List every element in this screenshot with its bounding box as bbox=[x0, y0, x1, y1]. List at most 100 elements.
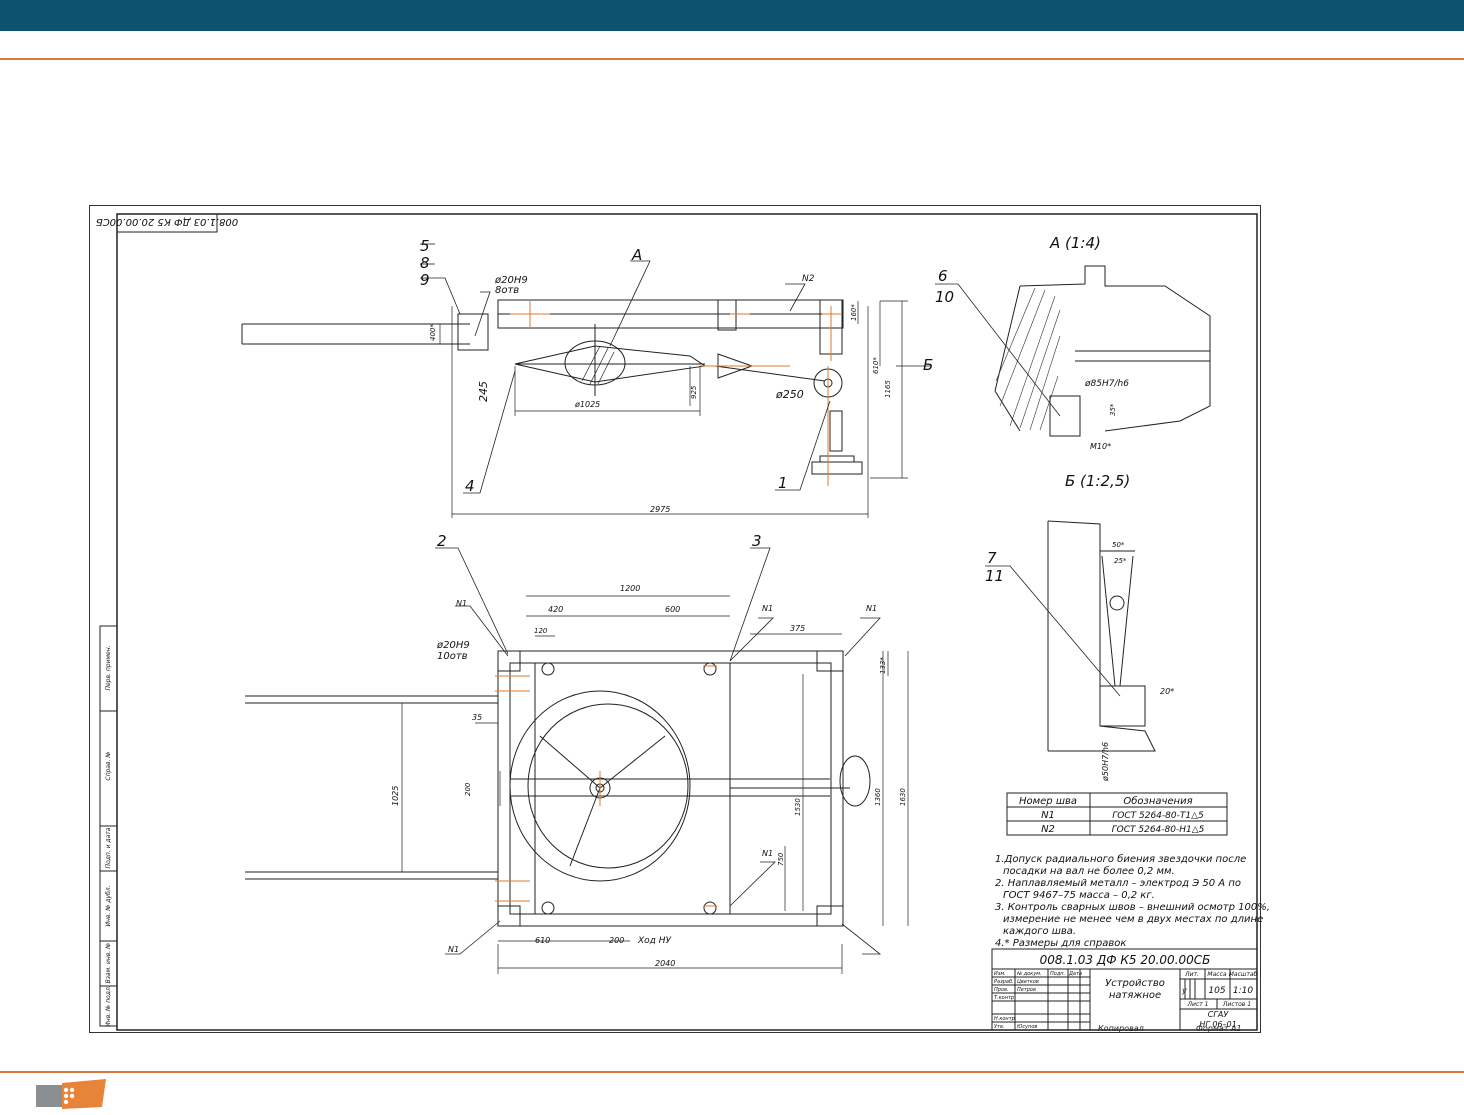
view-b-title: Б (1:2,5) bbox=[1065, 472, 1130, 490]
header-bar bbox=[0, 0, 1464, 31]
svg-text:посадки на вал не более 0,2 мм: посадки на вал не более 0,2 мм. bbox=[1003, 865, 1175, 877]
svg-text:Разраб.: Разраб. bbox=[994, 979, 1014, 985]
dim-160: 160* bbox=[850, 304, 858, 321]
dim-420: 420 bbox=[548, 605, 563, 614]
callout: 10 bbox=[935, 288, 954, 306]
side-column bbox=[99, 625, 118, 1027]
callout: N2 bbox=[802, 274, 815, 284]
view-b bbox=[1047, 520, 1156, 752]
copied-label: Копировал bbox=[1098, 1024, 1144, 1033]
svg-text:1.Допуск радиального биения зв: 1.Допуск радиального биения звездочки по… bbox=[995, 853, 1246, 865]
title-lit-header: Лит. bbox=[1184, 971, 1199, 978]
dim-1200: 1200 bbox=[620, 584, 640, 593]
engineering-drawing: 008.1.03 ДФ К5 20.00.00СБ Перв. примен. … bbox=[96, 213, 1270, 1031]
org-logo-icon bbox=[36, 1079, 106, 1109]
dim-750: 750 bbox=[777, 852, 785, 866]
callout: N1 bbox=[762, 604, 773, 613]
svg-text:Петров: Петров bbox=[1017, 987, 1036, 993]
svg-text:Изм.: Изм. bbox=[994, 971, 1006, 977]
svg-text:измерение не менее чем в двух: измерение не менее чем в двух местах по … bbox=[1003, 914, 1263, 925]
plan-dimensions bbox=[401, 595, 909, 974]
dim-400: 400* bbox=[429, 324, 437, 341]
dim-200-v: 200 bbox=[464, 782, 472, 796]
dim-375: 375 bbox=[790, 624, 805, 633]
svg-text:Пров.: Пров. bbox=[994, 987, 1009, 993]
side-label: Взам. инв. № bbox=[105, 943, 112, 984]
dim-245: 245 bbox=[477, 381, 490, 402]
centerlines bbox=[510, 301, 842, 486]
title-block bbox=[991, 948, 1258, 1031]
callout: N1 bbox=[866, 604, 877, 613]
callout: 9 bbox=[420, 271, 430, 289]
side-label: Инв. № дубл. bbox=[105, 885, 112, 926]
dim-120: 120 bbox=[534, 627, 548, 635]
side-label: Справ. № bbox=[105, 751, 112, 780]
title-org: СГАУ bbox=[1208, 1010, 1230, 1019]
dim-d250: ø250 bbox=[775, 388, 804, 401]
dim-610: 610 bbox=[535, 936, 550, 945]
title-sheet: Лист 1 bbox=[1187, 1001, 1209, 1008]
callout: N1 bbox=[456, 599, 467, 608]
svg-text:ГОСТ 9467–75 масса – 0,2 кг.: ГОСТ 9467–75 масса – 0,2 кг. bbox=[1003, 890, 1155, 901]
dim-50: 50* bbox=[1112, 541, 1125, 549]
drawing-sheet: 008.1.03 ДФ К5 20.00.00СБ Перв. примен. … bbox=[89, 205, 1270, 1033]
title-lit: у bbox=[1181, 986, 1187, 995]
svg-text:каждого шва.: каждого шва. bbox=[1003, 926, 1076, 937]
top-stamp-box bbox=[116, 213, 218, 233]
svg-text:Дата: Дата bbox=[1068, 971, 1082, 977]
callout: 3 bbox=[752, 532, 762, 550]
callout: N1 bbox=[448, 945, 459, 954]
callout: 4 bbox=[465, 477, 475, 495]
svg-text:Т.контр.: Т.контр. bbox=[994, 995, 1016, 1001]
side-label: Подп. и дата bbox=[105, 827, 112, 868]
view-a bbox=[994, 265, 1211, 437]
svg-text:Юсупов: Юсупов bbox=[1017, 1024, 1037, 1030]
callout: 2 bbox=[437, 532, 447, 550]
dim-d20-plan: ø20H9 bbox=[436, 640, 470, 651]
weld-cell: ГОСТ 5264-80-Т1△5 bbox=[1112, 811, 1204, 821]
weld-header: Номер шва bbox=[1019, 796, 1077, 807]
title-name: Устройство bbox=[1105, 978, 1165, 989]
weld-cell: N1 bbox=[1041, 810, 1055, 821]
weld-cell: ГОСТ 5264-80-Н1△5 bbox=[1112, 825, 1205, 835]
dim-m10: M10* bbox=[1090, 442, 1111, 451]
callout: 6 bbox=[938, 267, 948, 285]
title-mass-header: Масса bbox=[1207, 971, 1226, 978]
header-divider bbox=[0, 58, 1464, 60]
svg-text:2. Наплавляемый металл – элект: 2. Наплавляемый металл – электрод Э 50 А… bbox=[995, 878, 1241, 889]
weld-table bbox=[1006, 792, 1228, 836]
hatch-a bbox=[995, 287, 1061, 431]
dim-133: 133* bbox=[879, 657, 887, 674]
callout: Б bbox=[923, 356, 933, 374]
svg-text:№ докум.: № докум. bbox=[1016, 971, 1042, 977]
title-scale-header: Масштаб bbox=[1229, 971, 1258, 978]
dim-d20: ø20H9 bbox=[494, 275, 528, 286]
callout: N1 bbox=[762, 849, 773, 858]
plan-view bbox=[245, 650, 871, 927]
dim-925: 925 bbox=[690, 385, 698, 399]
view-a-title: А (1:4) bbox=[1049, 234, 1101, 252]
dim-stroke: Ход НУ bbox=[637, 936, 672, 946]
title-name: натяжное bbox=[1109, 990, 1161, 1001]
svg-text:3. Контроль сварных швов – вне: 3. Контроль сварных швов – внешний осмот… bbox=[995, 902, 1270, 913]
svg-text:Цветков: Цветков bbox=[1017, 979, 1039, 985]
dim-610: 610* bbox=[872, 357, 880, 374]
title-sheets: Листов 1 bbox=[1222, 1001, 1251, 1008]
dim-1630: 1630 bbox=[899, 788, 907, 806]
title-org: НГ 06–01 bbox=[1199, 1020, 1236, 1029]
title-doc-number: 008.1.03 ДФ К5 20.00.00СБ bbox=[1040, 953, 1211, 967]
dimension-lines bbox=[439, 300, 930, 518]
dim-200-h: 200 bbox=[609, 936, 624, 945]
dim-2975: 2975 bbox=[650, 505, 670, 514]
dim-d50: ø50H7/h6 bbox=[1101, 742, 1110, 782]
dim-2040: 2040 bbox=[655, 959, 675, 968]
dim-d1025: ø1025 bbox=[574, 400, 600, 409]
weld-cell: N2 bbox=[1041, 824, 1055, 835]
svg-text:4.* Размеры для справок: 4.* Размеры для справок bbox=[995, 938, 1126, 949]
dim-25: 25* bbox=[1114, 557, 1127, 565]
dim-600: 600 bbox=[665, 605, 680, 614]
dim-1360: 1360 bbox=[874, 788, 882, 806]
callout: 7 bbox=[987, 549, 997, 567]
technical-notes: 1.Допуск радиального биения звездочки по… bbox=[995, 853, 1270, 949]
front-view bbox=[241, 299, 863, 475]
